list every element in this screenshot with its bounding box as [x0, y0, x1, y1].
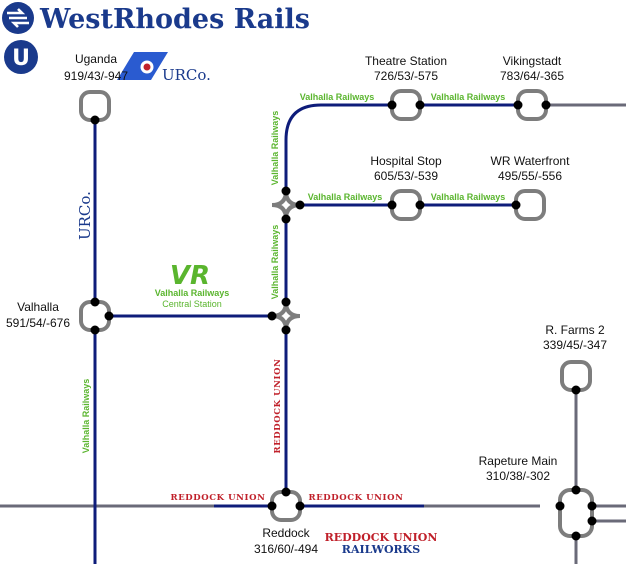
vr-label-vertical-upper: Valhalla Railways: [270, 111, 280, 186]
station-rapeture[interactable]: [555, 485, 597, 541]
station-waterfront[interactable]: [511, 189, 546, 221]
uganda-code: 919/43/-947: [64, 69, 128, 83]
vr-central-station-logo: VR Valhalla Railways Central Station: [155, 261, 230, 309]
station-vikingstadt[interactable]: [513, 89, 551, 121]
british-rail-style-logo: [2, 2, 34, 34]
waterfront-code: 495/55/-556: [498, 169, 562, 183]
rfarms-code: 339/45/-347: [543, 338, 607, 352]
waterfront-name: WR Waterfront: [491, 154, 571, 168]
theatre-name: Theatre Station: [365, 54, 447, 68]
svg-text:U: U: [12, 46, 30, 71]
valhalla-name: Valhalla: [17, 300, 59, 314]
station-reddock[interactable]: [267, 487, 305, 522]
svg-text:Valhalla Railways: Valhalla Railways: [155, 288, 230, 298]
vikingstadt-code: 783/64/-365: [500, 69, 564, 83]
uganda-name: Uganda: [75, 52, 117, 66]
urco-line-label: URCo.: [76, 191, 94, 240]
station-uganda[interactable]: [79, 90, 111, 125]
svg-text:VR: VR: [170, 261, 210, 291]
vr-label-waterfront: Valhalla Railways: [431, 192, 506, 202]
station-valhalla[interactable]: [79, 297, 114, 335]
junction-central[interactable]: [267, 297, 301, 335]
hospital-name: Hospital Stop: [370, 154, 442, 168]
station-theatre[interactable]: [387, 89, 425, 121]
rdu-label-vertical: REDDOCK UNION: [273, 359, 283, 454]
track-valhalla-north: [284, 103, 546, 500]
underground-logo: U: [4, 40, 38, 74]
rdu-label-west: REDDOCK UNION: [171, 493, 266, 503]
vr-label-theatre: Valhalla Railways: [300, 92, 375, 102]
urco-logo: URCo.: [117, 52, 211, 84]
svg-text:REDDOCK UNION: REDDOCK UNION: [325, 531, 438, 544]
vr-label-vertical-lower: Valhalla Railways: [270, 225, 280, 300]
station-hospital[interactable]: [387, 189, 425, 221]
vikingstadt-name: Vikingstadt: [503, 54, 562, 68]
rdu-label-east: REDDOCK UNION: [309, 493, 404, 503]
svg-text:URCo.: URCo.: [162, 66, 211, 84]
vr-label-hospital: Valhalla Railways: [308, 192, 383, 202]
rfarms-name: R. Farms 2: [545, 323, 605, 337]
vr-label-vikingstadt: Valhalla Railways: [431, 92, 506, 102]
station-rfarms[interactable]: [560, 360, 592, 395]
reddock-union-railworks-logo: REDDOCK UNION RAILWORKS: [325, 531, 438, 556]
junction-north[interactable]: [271, 186, 305, 224]
hospital-code: 605/53/-539: [374, 169, 438, 183]
rapeture-name: Rapeture Main: [479, 454, 558, 468]
svg-text:Central Station: Central Station: [162, 299, 222, 309]
valhalla-code: 591/54/-676: [6, 316, 70, 330]
theatre-code: 726/53/-575: [374, 69, 438, 83]
reddock-code: 316/60/-494: [254, 542, 318, 556]
page-title: WestRhodes Rails: [39, 4, 310, 35]
svg-text:RAILWORKS: RAILWORKS: [342, 543, 420, 556]
vr-label-urco-south: Valhalla Railways: [81, 379, 91, 454]
reddock-name: Reddock: [262, 526, 310, 540]
rapeture-code: 310/38/-302: [486, 469, 550, 483]
